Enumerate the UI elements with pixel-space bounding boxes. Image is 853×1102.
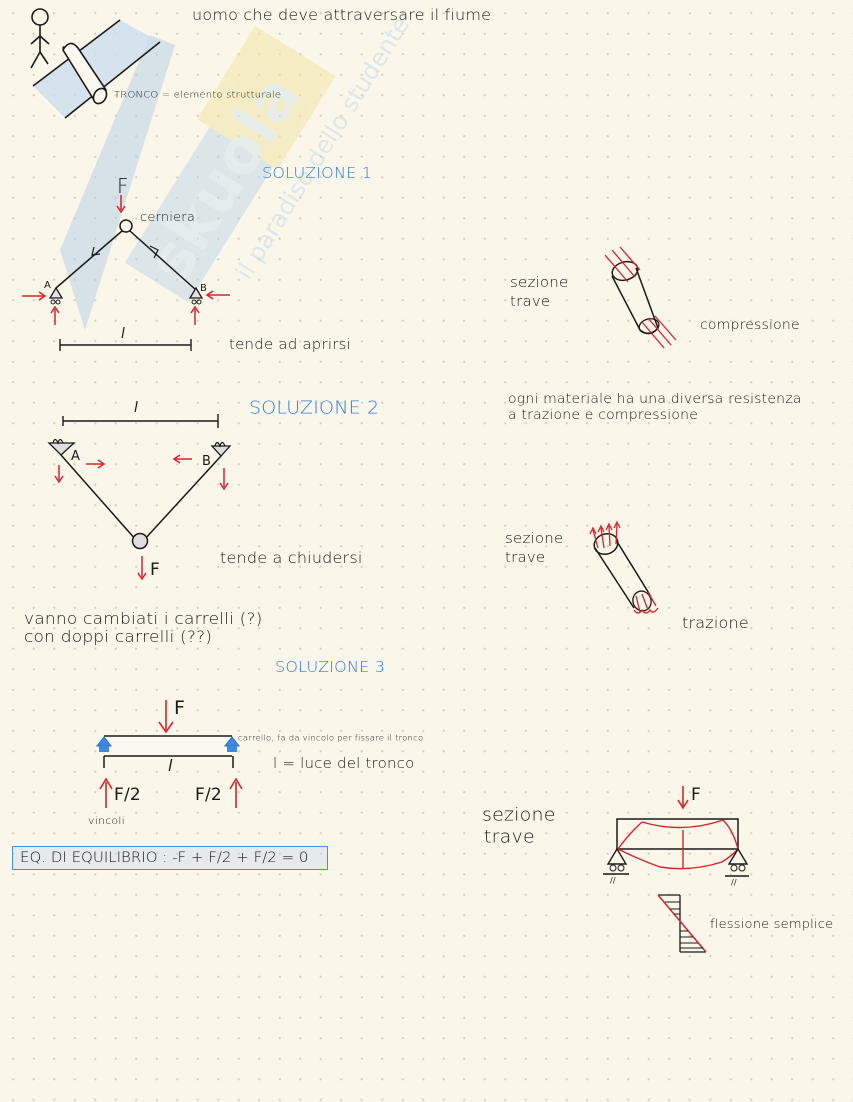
support-a-label: A (71, 449, 81, 464)
question-line-2: con doppi carrelli (??) (24, 628, 213, 647)
bending-label: flessione semplice (710, 918, 834, 932)
hinge-icon (131, 532, 149, 550)
bending-beam-diagram (603, 786, 749, 953)
material-note-line-1: ogni materiale ha una diversa resistenza (508, 392, 802, 407)
tension-label: trazione (682, 614, 749, 632)
tronco-label: TRONCO = elemento strutturale (114, 90, 282, 101)
tension-section-label-2: trave (505, 549, 546, 566)
roller-support-right-icon (727, 847, 749, 865)
support-b-label: B (202, 454, 212, 469)
vincoli-label: vincoli (88, 815, 125, 827)
compression-section-label-2: trave (510, 293, 551, 310)
equilibrium-equation-box: EQ. DI EQUILIBRIO : -F + F/2 + F/2 = 0 (12, 846, 328, 870)
reaction-left-label: F/2 (114, 785, 141, 805)
log-icon (62, 42, 108, 105)
bending-section-label-1: sezione (482, 805, 556, 826)
intro-title: uomo che deve attraversare il fiume (192, 6, 492, 24)
support-a-icon (47, 442, 76, 456)
solution1-heading: SOLUZIONE 1 (262, 164, 373, 182)
support-a-icon (48, 286, 64, 299)
solution2-note: tende a chiudersi (220, 549, 363, 567)
solution2-heading: SOLUZIONE 2 (249, 398, 380, 419)
bending-section-label-2: trave (484, 827, 535, 848)
question-line-1: vanno cambiati i carrelli (?) (24, 610, 263, 629)
solution3-force-label: F (174, 697, 186, 719)
carrello-left-icon (95, 736, 113, 752)
tension-cylinder-icon (589, 520, 659, 614)
span-definition: l = luce del tronco (273, 755, 415, 772)
span-label: l (168, 756, 173, 775)
span-label: l (134, 400, 139, 416)
solution1-note: tende ad aprirsi (229, 336, 352, 353)
carrello-right-icon (223, 736, 241, 752)
reaction-right-label: F/2 (195, 785, 222, 805)
support-b-icon (188, 286, 204, 299)
solution2-diagram (47, 414, 232, 581)
support-a-label: A (44, 280, 52, 291)
carrello-note: carrello, fa da vincolo per fissare il t… (238, 734, 424, 744)
stress-diagram-icon (657, 894, 707, 953)
material-note-line-2: a trazione e compressione (508, 408, 699, 423)
solution3-diagram (95, 700, 243, 808)
support-mark-right: // (731, 878, 737, 887)
support-b-icon (210, 445, 232, 457)
equilibrium-equation: EQ. DI EQUILIBRIO : -F + F/2 + F/2 = 0 (20, 849, 309, 866)
tension-section-label-1: sezione (505, 530, 564, 547)
hinge-icon (119, 219, 133, 233)
stick-man-icon (30, 8, 50, 69)
compression-cylinder-icon (604, 246, 677, 349)
support-b-label: B (200, 283, 208, 294)
compression-label: compressione (700, 318, 800, 333)
solution1-diagram (22, 195, 230, 351)
compression-section-label-1: sezione (510, 274, 569, 291)
span-label: l (121, 326, 126, 342)
roller-support-left-icon (606, 847, 628, 865)
solution1-force-label: F (117, 174, 129, 198)
solution2-force-label: F (150, 560, 160, 580)
support-mark-left: // (610, 876, 616, 885)
bending-force-label: F (691, 785, 701, 805)
hinge-label: cerniera (140, 211, 196, 225)
solution3-heading: SOLUZIONE 3 (275, 658, 386, 676)
